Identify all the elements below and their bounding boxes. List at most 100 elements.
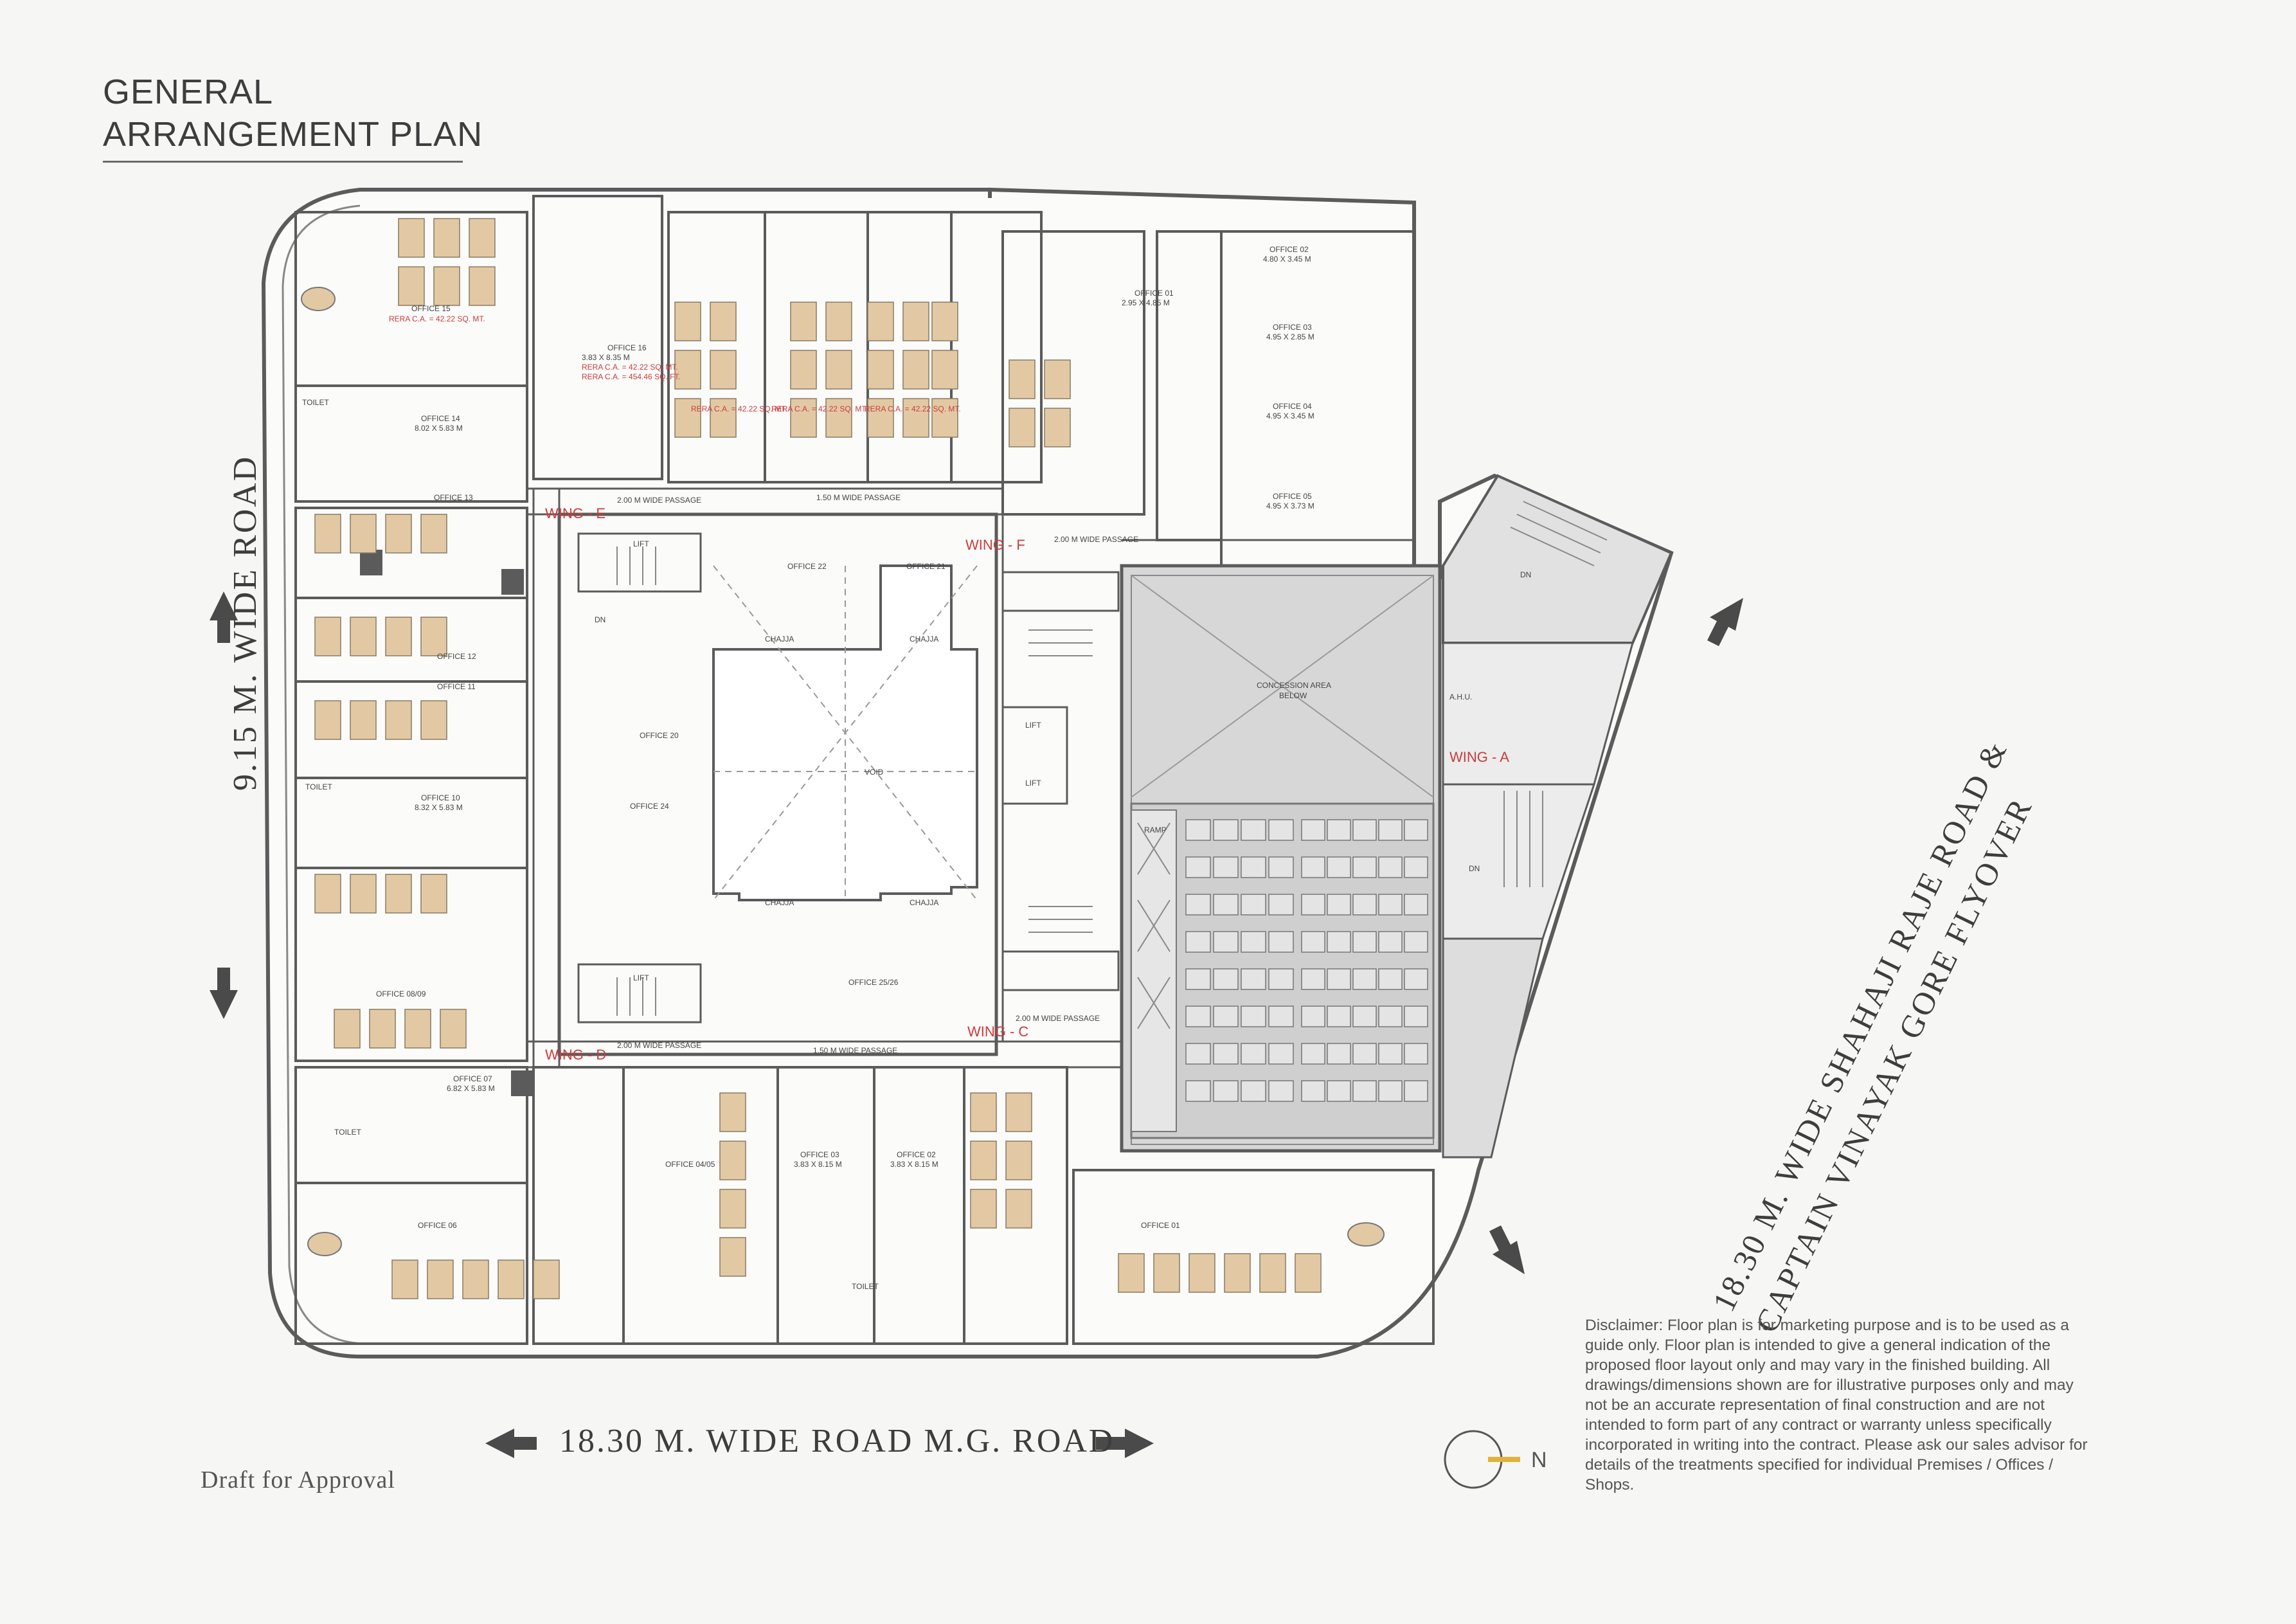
desk	[825, 302, 852, 341]
parking-bay	[1352, 856, 1377, 878]
desk	[1044, 359, 1071, 399]
desk	[314, 514, 341, 554]
label-rt-office-03: OFFICE 03	[1273, 323, 1312, 332]
parking-bay	[1241, 1043, 1266, 1065]
parking-bay	[1404, 1006, 1428, 1027]
desk	[931, 302, 958, 341]
label-office-07-dim: 6.82 X 5.83 M	[447, 1084, 495, 1093]
label-passage-right-top: 2.00 M WIDE PASSAGE	[1054, 535, 1138, 544]
label-lift-1: LIFT	[1025, 721, 1041, 730]
label-office-20: OFFICE 20	[640, 731, 679, 740]
plan-title: GENERAL ARRANGEMENT PLAN	[103, 71, 483, 156]
parking-bay	[1352, 819, 1377, 841]
label-rt-office-04: OFFICE 04	[1273, 402, 1312, 411]
label-toilet-2: TOILET	[305, 782, 332, 791]
desk	[790, 302, 817, 341]
label-dn-2: DN	[1469, 864, 1480, 873]
parking-bay	[1352, 931, 1377, 953]
parking-bay	[1404, 968, 1428, 990]
label-rt-office-02: OFFICE 02	[1269, 245, 1309, 254]
desk	[719, 1189, 746, 1229]
label-office-16-dim: 3.83 X 8.35 M	[582, 353, 630, 362]
desk	[433, 266, 460, 306]
title-line-2: ARRANGEMENT PLAN	[103, 115, 483, 154]
label-rt-office-03-dim: 4.95 X 2.85 M	[1266, 332, 1314, 341]
label-office-10: OFFICE 10	[421, 793, 460, 802]
desk	[867, 302, 894, 341]
parking-bay	[1327, 931, 1351, 953]
desk	[420, 514, 447, 554]
glazing-line	[282, 204, 364, 1345]
wing-labels: WING - E WING - F WING - A WING - C WING…	[545, 505, 1509, 1063]
desk	[902, 302, 929, 341]
label-office-02-dim: 3.83 X 8.15 M	[890, 1160, 938, 1169]
parking-bay	[1268, 894, 1294, 916]
parking-bay	[1352, 1043, 1377, 1065]
parking-bay	[1185, 968, 1211, 990]
label-office-22: OFFICE 22	[787, 562, 827, 571]
parking-bay	[1404, 894, 1428, 916]
label-chajja-3: CHAJJA	[765, 898, 794, 907]
label-office-2526: OFFICE 25/26	[848, 978, 899, 987]
parking-bay	[1301, 968, 1325, 990]
parking-bay	[1327, 819, 1351, 841]
label-office-15-rera: RERA C.A. = 42.22 SQ. MT.	[389, 314, 485, 323]
parking-bay	[1378, 931, 1403, 953]
desk	[314, 874, 341, 914]
wing-e-label: WING - E	[545, 505, 605, 521]
desk	[790, 398, 817, 438]
label-office-0405: OFFICE 04/05	[665, 1160, 715, 1169]
parking-bay	[1241, 931, 1266, 953]
desk	[391, 1259, 418, 1299]
desk	[1005, 1141, 1032, 1180]
desk	[334, 1009, 361, 1049]
compass-north-label: N	[1531, 1448, 1547, 1472]
label-office-01: OFFICE 01	[1141, 1221, 1180, 1230]
parking-bay	[1378, 1080, 1403, 1102]
label-office-06: OFFICE 06	[418, 1221, 457, 1230]
desk	[710, 302, 737, 341]
parking-bay	[1213, 819, 1239, 841]
desk	[433, 218, 460, 258]
parking-bay	[1327, 1006, 1351, 1027]
road-label-bottom: 18.30 M. WIDE ROAD M.G. ROAD	[559, 1423, 1115, 1459]
parking-bay	[1352, 1080, 1377, 1102]
desk	[790, 350, 817, 390]
arrow-left-icon	[485, 1429, 537, 1458]
parking-bay	[1268, 968, 1294, 990]
label-chajja-2: CHAJJA	[910, 635, 938, 644]
desk	[420, 617, 447, 656]
label-lift-3: LIFT	[633, 973, 649, 982]
arrow-down-left-icon	[1489, 1225, 1525, 1274]
desk	[533, 1259, 560, 1299]
label-office-03-dim: 3.83 X 8.15 M	[794, 1160, 842, 1169]
parking-bay	[1213, 1080, 1239, 1102]
corridors	[527, 487, 1414, 1069]
desk	[1044, 408, 1071, 447]
parking-bay	[1241, 856, 1266, 878]
label-dn-3: DN	[1520, 570, 1531, 579]
label-rt-office-05-dim: 4.95 X 3.73 M	[1266, 501, 1314, 510]
label-concession: CONCESSION AREA	[1257, 681, 1331, 690]
desk	[719, 1237, 746, 1277]
parking-bay	[1241, 1080, 1266, 1102]
desk	[427, 1259, 454, 1299]
wing-f-label: WING - F	[965, 537, 1025, 553]
parking-bay	[1378, 1006, 1403, 1027]
desk	[404, 1009, 431, 1049]
parking-bay	[1301, 1080, 1325, 1102]
label-passage-bottom: 2.00 M WIDE PASSAGE	[617, 1041, 701, 1050]
desk	[970, 1092, 997, 1132]
label-rt-office-02-dim: 4.80 X 3.45 M	[1263, 255, 1311, 264]
label-toilet-1: TOILET	[302, 398, 329, 407]
desk	[420, 874, 447, 914]
label-dn-1: DN	[595, 615, 605, 624]
label-office-14-dim: 8.02 X 5.83 M	[415, 424, 463, 433]
label-passage-top: 2.00 M WIDE PASSAGE	[617, 496, 701, 505]
wing-c-label: WING - C	[967, 1024, 1028, 1040]
desk	[350, 617, 377, 656]
parking-bay	[1213, 1006, 1239, 1027]
desk	[350, 514, 377, 554]
desk	[350, 700, 377, 740]
parking-bay	[1301, 819, 1325, 841]
